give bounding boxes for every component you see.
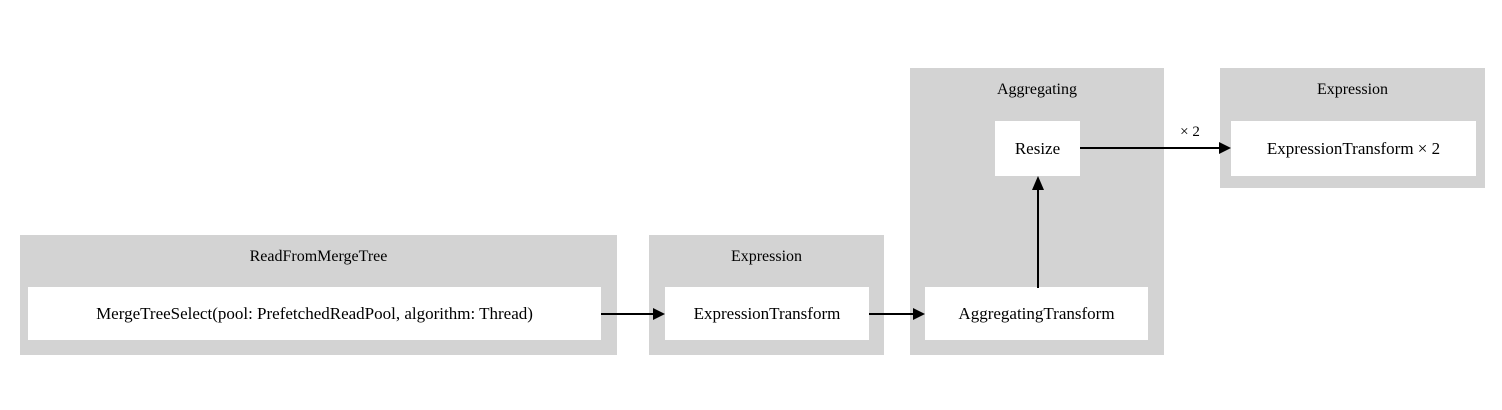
node-expression-transform-2[interactable]: ExpressionTransform × 2	[1231, 121, 1476, 176]
edge-merge-tree-select-to-expression-transform-1	[601, 304, 667, 324]
node-aggregating-transform[interactable]: AggregatingTransform	[925, 287, 1148, 340]
edge-label-resize-to-expression-transform-2: × 2	[1180, 124, 1200, 140]
cluster-label-aggregating: Aggregating	[997, 81, 1077, 98]
edge-resize-to-expression-transform-2	[1080, 138, 1233, 158]
edge-aggregating-transform-to-resize	[1028, 176, 1048, 288]
node-merge-tree-select[interactable]: MergeTreeSelect(pool: PrefetchedReadPool…	[28, 287, 601, 340]
cluster-label-expression-2: Expression	[1316, 81, 1389, 98]
cluster-label-read-from-merge-tree: ReadFromMergeTree	[249, 248, 388, 265]
node-expression-transform-1[interactable]: ExpressionTransform	[665, 287, 869, 340]
cluster-label-expression-1: Expression	[730, 248, 803, 265]
edge-expression-transform-1-to-aggregating-transform	[869, 304, 927, 324]
node-resize[interactable]: Resize	[995, 121, 1080, 176]
